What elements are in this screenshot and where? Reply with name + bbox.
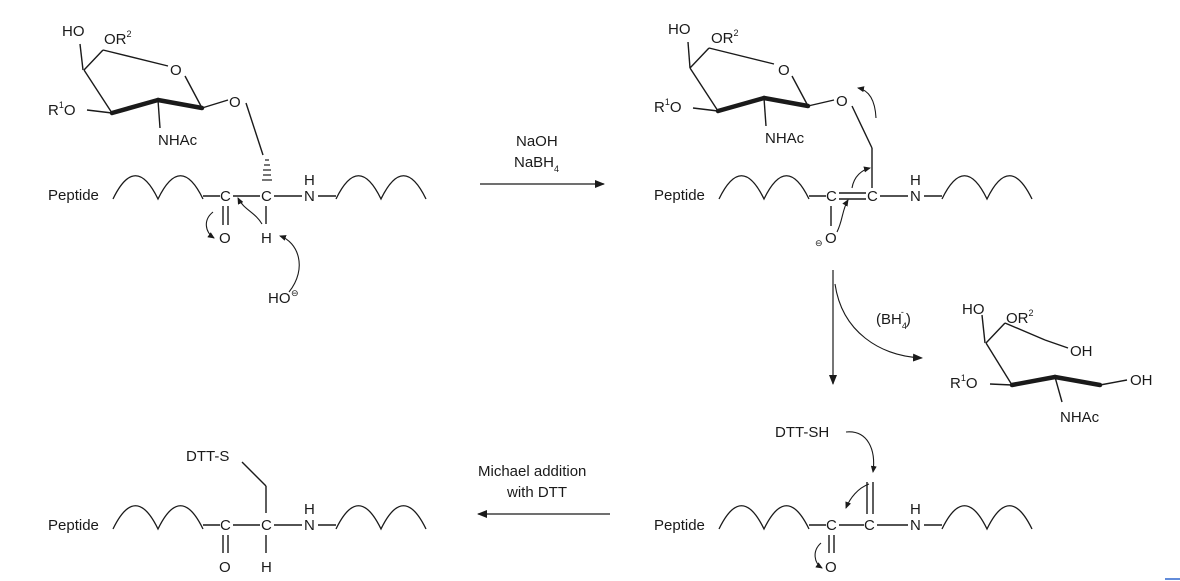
peptide-label: Peptide — [48, 187, 99, 204]
curved-arrow-thiol — [845, 431, 877, 473]
reaction-arrow-2: (BH4-) — [829, 270, 923, 385]
peptide-wave-left — [718, 505, 810, 531]
alkene-c-label: C — [864, 517, 875, 534]
alpha-c-label: C — [261, 188, 272, 205]
ho-label: HO — [962, 301, 985, 318]
dtt-sh-label: DTT-SH — [775, 424, 829, 441]
oh-label-lower: OH — [1130, 372, 1153, 389]
molecule-dehydroalanine: DTT-SH Peptide C C N H O — [654, 424, 1033, 576]
peptide-wave-left — [718, 175, 810, 201]
molecule-alditol: HO OR2 OH R1O OH NHAc — [950, 301, 1153, 426]
nhac-label: NHAc — [765, 130, 805, 147]
ho-label: HO — [668, 21, 691, 38]
amide-h-label: H — [910, 172, 921, 189]
reaction-arrow-1: NaOH NaBH4 — [480, 133, 605, 188]
or2-label: OR2 — [104, 29, 132, 48]
peptide-wave-right — [335, 175, 427, 201]
carbonyl-o-label: O — [219, 559, 231, 576]
molecule-dtt-adduct: DTT-S Peptide C C N H O H — [48, 448, 427, 576]
carbonyl-o-label: O — [219, 230, 231, 247]
nhac-label: NHAc — [158, 132, 198, 149]
carbonyl-o-label: O — [825, 559, 837, 576]
carbonyl-c-label: C — [826, 517, 837, 534]
curved-arrow-double-bond — [851, 166, 871, 189]
nhac-label: NHAc — [1060, 409, 1100, 426]
ho-label: HO — [62, 23, 85, 40]
amide-h-label: H — [304, 172, 315, 189]
hydroxide-charge: ⊖ — [291, 288, 299, 298]
r1o-label: R1O — [950, 373, 978, 392]
peptide-label: Peptide — [48, 517, 99, 534]
peptide-wave-left — [112, 505, 204, 531]
r1o-label: R1O — [48, 100, 76, 119]
amide-h-label: H — [304, 501, 315, 518]
sugar-ring-1 — [79, 43, 264, 156]
amide-n-label: N — [910, 188, 921, 205]
reagent-bh4: (BH4-) — [876, 307, 911, 331]
peptide-wave-right — [941, 505, 1033, 531]
dtt-s-label: DTT-S — [186, 448, 229, 465]
peptide-wave-left — [112, 175, 204, 201]
reagent-naoh: NaOH — [516, 133, 558, 150]
curved-arrow-alkene — [845, 483, 870, 509]
amide-n-label: N — [304, 517, 315, 534]
r1o-label: R1O — [654, 97, 682, 116]
alpha-h-label: H — [261, 559, 272, 576]
glycosidic-oxygen-label: O — [229, 94, 241, 111]
curved-arrow-hydroxide — [279, 235, 300, 293]
carbonyl-c-label: C — [220, 517, 231, 534]
amide-n-label: N — [910, 517, 921, 534]
molecule-enolate: HO OR2 O R1O O NHAc Peptide C C N H O ⊖ — [654, 21, 1033, 248]
hashed-wedge — [262, 159, 272, 181]
or2-label: OR2 — [711, 28, 739, 47]
reaction-arrow-3: Michael addition with DTT — [477, 463, 610, 518]
ring-oxygen-label: O — [778, 62, 790, 79]
peptide-label: Peptide — [654, 187, 705, 204]
curved-arrow-ch — [237, 197, 263, 225]
glycosidic-oxygen-label: O — [836, 93, 848, 110]
sugar-ring-2 — [687, 41, 873, 188]
peptide-wave-right — [335, 505, 427, 531]
carbonyl-c-label: C — [220, 188, 231, 205]
ring-oxygen-label: O — [170, 62, 182, 79]
curved-arrow-elimination — [857, 86, 877, 119]
enolate-charge: ⊖ — [815, 238, 823, 248]
curved-arrow-carbonyl — [205, 211, 215, 239]
peptide-wave-right — [941, 175, 1033, 201]
alpha-c-label: C — [261, 517, 272, 534]
curved-arrow-carbonyl — [814, 542, 823, 569]
alpha-h-label: H — [261, 230, 272, 247]
hydroxide-label: HO — [268, 290, 291, 307]
curved-arrow-enolate — [836, 199, 849, 233]
michael-line1: Michael addition — [478, 463, 586, 480]
enolate-o-label: O — [825, 230, 837, 247]
oh-label-upper: OH — [1070, 343, 1093, 360]
reagent-nabh4: NaBH4 — [514, 154, 559, 174]
enolate-c2-label: C — [867, 188, 878, 205]
enolate-c1-label: C — [826, 188, 837, 205]
molecule-glycopeptide: HO OR2 O R1O O NHAc Peptide C C N H O H — [48, 23, 427, 307]
peptide-label: Peptide — [654, 517, 705, 534]
or2-label: OR2 — [1006, 308, 1034, 327]
curved-arrow-release — [834, 283, 923, 362]
michael-line2: with DTT — [506, 484, 567, 501]
amide-h-label: H — [910, 501, 921, 518]
amide-n-label: N — [304, 188, 315, 205]
